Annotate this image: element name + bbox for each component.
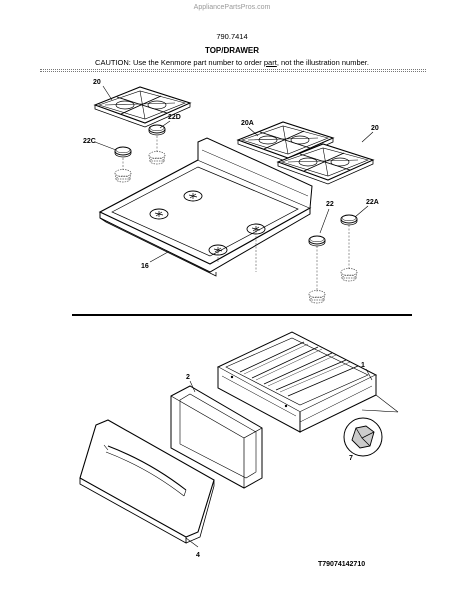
drawer-glide-detail bbox=[343, 417, 383, 457]
caution-prefix: CAUTION: Use the Kenmore part number to … bbox=[95, 58, 264, 67]
section-divider bbox=[72, 314, 412, 316]
burner-base-front-right bbox=[308, 290, 326, 304]
header-divider-top bbox=[40, 69, 426, 70]
callout-22: 22 bbox=[326, 201, 334, 208]
callout-drawer-panel: 2 bbox=[186, 374, 190, 381]
caution-part-link[interactable]: part bbox=[263, 58, 277, 67]
burner-base-22d bbox=[148, 151, 166, 165]
burner-cap-22 bbox=[308, 235, 326, 247]
callout-grate-center: 20A bbox=[241, 120, 254, 127]
callout-22c: 22C bbox=[83, 138, 96, 145]
drawer-inner-panel bbox=[170, 385, 263, 489]
callout-glide: 7 bbox=[349, 455, 353, 462]
cooktop-assembly bbox=[98, 137, 313, 277]
caution-note: CAUTION: Use the Kenmore part number to … bbox=[0, 59, 464, 67]
burner-cap-22a bbox=[340, 214, 358, 226]
callout-drawer-front: 4 bbox=[196, 552, 200, 559]
burner-base-left bbox=[114, 169, 132, 183]
burner-base-rear-right bbox=[340, 268, 358, 282]
callout-grate-right: 20 bbox=[371, 125, 379, 132]
drawer-body bbox=[216, 331, 378, 433]
grate-left bbox=[94, 86, 191, 128]
header-divider-bottom bbox=[40, 71, 426, 72]
caution-suffix: , not the illustration number. bbox=[276, 58, 369, 67]
source-watermark: AppliancePartsPros.com bbox=[193, 4, 271, 11]
callout-22d: 22D bbox=[168, 114, 181, 121]
callout-22a: 22A bbox=[366, 199, 379, 206]
callout-cooktop: 16 bbox=[141, 263, 149, 270]
document-number: T79074142710 bbox=[318, 561, 366, 568]
callout-grate-left: 20 bbox=[93, 79, 101, 86]
callout-drawer: 1 bbox=[361, 362, 365, 369]
section-title: TOP/DRAWER bbox=[204, 46, 260, 55]
model-number: 790.7414 bbox=[216, 32, 248, 41]
drawer-front bbox=[79, 419, 215, 544]
burner-cap-22c bbox=[114, 146, 132, 158]
